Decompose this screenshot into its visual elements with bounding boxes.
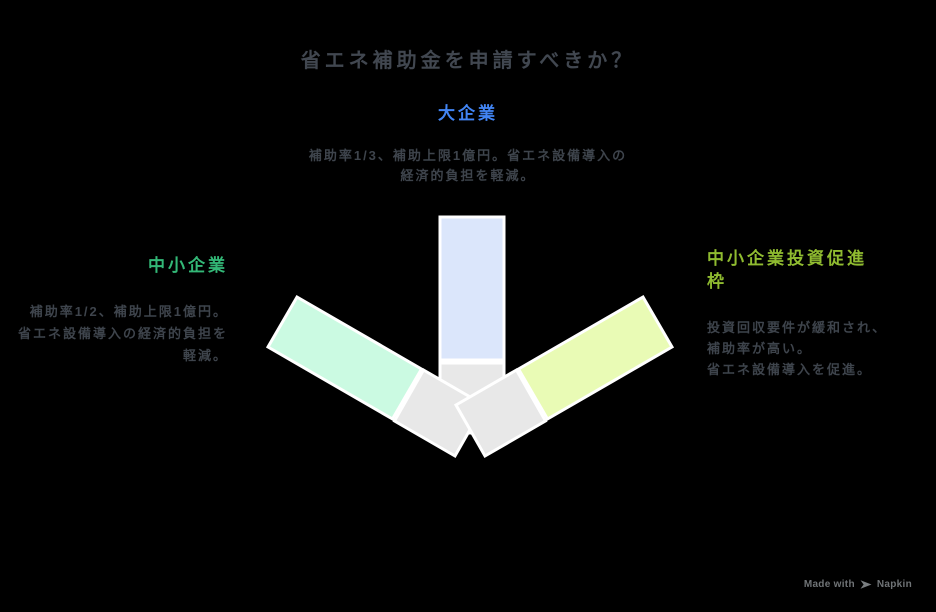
made-with-label: Made with	[803, 579, 855, 590]
desc-line: 経済的負担を軽減。	[400, 168, 536, 183]
page-title: 省エネ補助金を申請すべきか？	[300, 50, 636, 72]
section-label-large-enterprise: 大企業	[438, 104, 498, 123]
section-desc-large-enterprise: 補助率1/3、補助上限1億円。省エネ設備導入の 経済的負担を軽減。	[0, 146, 936, 186]
desc-line: 投資回収要件が緩和され、	[707, 320, 888, 335]
section-label-sme: 中小企業	[148, 256, 228, 275]
brand-label: Napkin	[876, 579, 912, 590]
desc-line: 省エネ設備導入の経済的負担を	[17, 326, 228, 341]
made-with-napkin-credit: Made with Napkin	[804, 579, 912, 590]
label-line: 中小企業投資促進	[707, 249, 867, 268]
label-line: 枠	[707, 272, 727, 291]
desc-line: 補助率が高い。	[707, 341, 813, 356]
right-bar-gray-segment	[453, 367, 548, 459]
section-desc-sme-investment: 投資回収要件が緩和され、 補助率が高い。 省エネ設備導入を促進。	[707, 317, 927, 380]
left-bar-gray-segment	[392, 367, 487, 459]
desc-line: 軽減。	[182, 348, 228, 363]
top-bar-colored-segment	[438, 215, 506, 362]
section-label-sme-investment: 中小企業投資促進 枠	[707, 247, 917, 293]
desc-line: 省エネ設備導入を促進。	[707, 362, 873, 377]
right-bar-colored-segment	[516, 294, 675, 422]
left-bar-colored-segment	[265, 294, 424, 422]
desc-line: 補助率1/3、補助上限1億円。省エネ設備導入の	[308, 148, 628, 163]
napkin-logo-icon	[860, 580, 872, 589]
desc-line: 補助率1/2、補助上限1億円。	[29, 304, 228, 319]
section-desc-sme: 補助率1/2、補助上限1億円。 省エネ設備導入の経済的負担を 軽減。	[0, 301, 228, 367]
